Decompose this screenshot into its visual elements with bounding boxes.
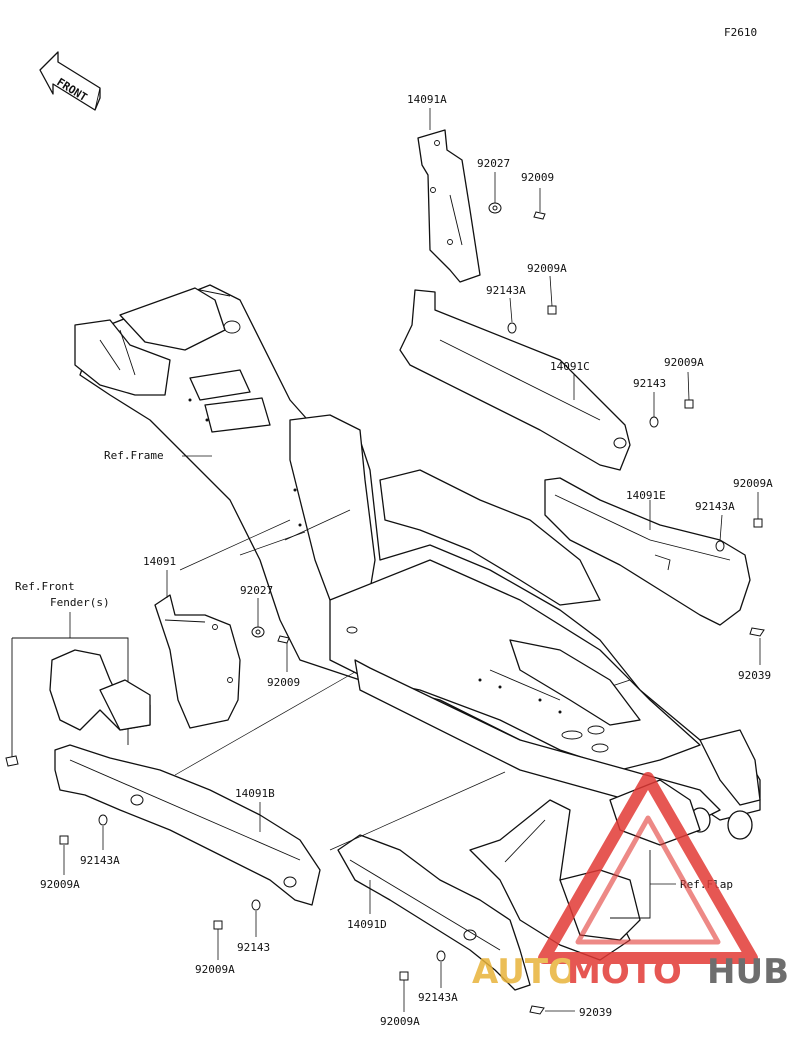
label-14091: 14091 [143,555,176,568]
bolt-92009A-3-icon [753,518,763,528]
clip-92039-1-icon [749,627,765,637]
label-92143A-4: 92143A [418,991,458,1004]
bolt-92009-top-icon [533,211,546,220]
label-92143A-1: 92143A [486,284,526,297]
label-92039-1: 92039 [738,669,771,682]
label-ref-front-fender-line1: Ref.Front [15,580,75,593]
nut-92143A-1-icon [507,322,517,334]
label-14091B: 14091B [235,787,275,800]
bolt-92027-top-icon [488,202,502,214]
label-92009A-3: 92009A [733,477,773,490]
nut-92143A-2-icon [715,540,725,552]
front-arrow-icon: FRONT [39,51,101,111]
nut-92143A-3-icon [98,814,108,826]
part-14091D [337,834,531,991]
label-92009A-6: 92009A [380,1015,420,1028]
nut-92143-2-icon [251,899,261,911]
label-92143-1: 92143 [633,377,666,390]
part-14091A [417,129,481,283]
part-14091 [154,594,241,729]
label-ref-front-fender-line2: Fender(s) [50,596,110,609]
bolt-92009A-6-icon [399,971,409,981]
label-92009A-4: 92009A [40,878,80,891]
part-14091C [399,289,631,471]
label-92039-2: 92039 [579,1006,612,1019]
leader-lines [63,108,761,1012]
watermark-text-hub: HUB [707,952,789,992]
label-14091E: 14091E [626,489,666,502]
bolt-92009A-5-icon [213,920,223,930]
label-14091C: 14091C [550,360,590,373]
label-92143A-2: 92143A [695,500,735,513]
label-14091A: 14091A [407,93,447,106]
label-92027-mid: 92027 [240,584,273,597]
nut-92143A-4-icon [436,950,446,962]
label-92009-mid: 92009 [267,676,300,689]
diagram-code: F2610 [724,26,757,39]
part-14091B [54,744,321,906]
label-14091D: 14091D [347,918,387,931]
label-92009A-2: 92009A [664,356,704,369]
clip-92039-2-icon [529,1005,545,1015]
label-ref-frame: Ref.Frame [104,449,164,462]
label-92009-top: 92009 [521,171,554,184]
label-92009A-1: 92009A [527,262,567,275]
label-92027-top: 92027 [477,157,510,170]
label-92143A-3: 92143A [80,854,120,867]
watermark-text-auto: AUTO [472,952,577,992]
bolt-92009-mid-icon [277,635,290,644]
nut-92143-1-icon [649,416,659,428]
alignment-lines [174,509,506,851]
bolt-92009A-4-icon [59,835,69,845]
washer-92027-mid-icon [251,626,265,638]
watermark-logo: AUTO MOTO HUB [472,772,789,992]
part-14091E [544,477,751,626]
bolt-92009A-1-icon [547,305,557,315]
label-92143-2: 92143 [237,941,270,954]
frame [74,284,761,846]
callout-labels: 14091A 92027 92009 92009A 92143A 14091C … [15,93,773,1028]
ref-front-fender-box [5,637,151,767]
bolt-92009A-2-icon [684,399,694,409]
label-92009A-5: 92009A [195,963,235,976]
watermark-text-moto: MOTO [567,952,682,992]
